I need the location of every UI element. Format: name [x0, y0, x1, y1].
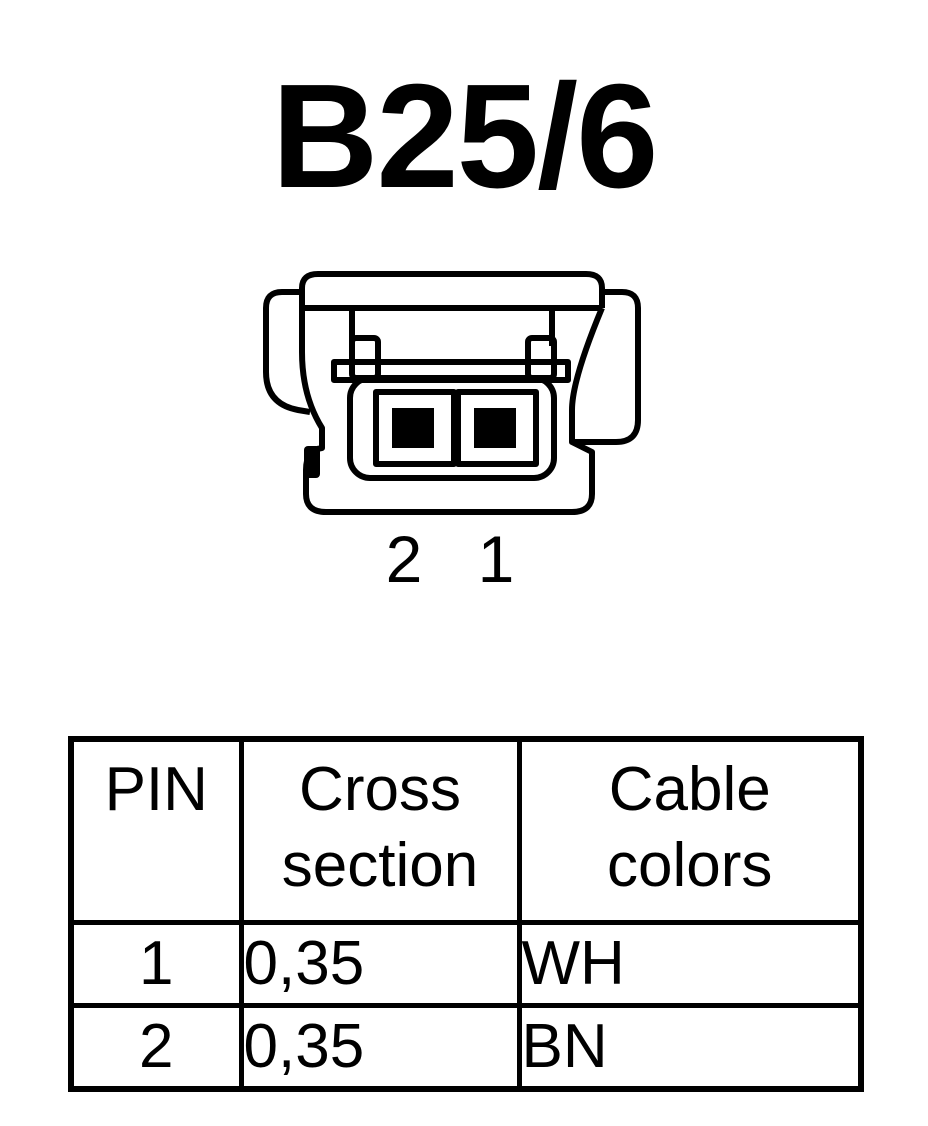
housing-foot-left	[304, 446, 320, 478]
header-cross-section-line1: Cross	[299, 755, 461, 824]
header-cross-section: Cross section	[238, 736, 522, 925]
right-latch-outline	[572, 289, 641, 445]
left-latch-outline	[263, 289, 311, 415]
cell-pin: 2	[68, 1003, 244, 1092]
pin-label-2: 2	[386, 522, 423, 596]
pin-table: PIN Cross section Cable colors 1 0,35 WH…	[68, 736, 864, 1092]
header-cross-section-line2: section	[281, 831, 479, 900]
housing-outline	[299, 306, 605, 515]
top-cap-outline	[299, 271, 605, 308]
pin-contact-1	[474, 408, 516, 448]
header-cable-colors-line2: colors	[607, 831, 773, 900]
cell-cross-section: 0,35	[238, 920, 522, 1008]
pin-label-1: 1	[478, 522, 515, 596]
pin-frame-2	[373, 389, 457, 467]
cell-cable-color: WH	[516, 920, 864, 1008]
pin-contact-2	[392, 408, 434, 448]
cell-pin: 1	[68, 920, 244, 1008]
header-cable-colors: Cable colors	[516, 736, 864, 925]
connector-diagram: 2 1	[263, 271, 641, 596]
connector-title: B25/6	[271, 54, 659, 219]
header-cable-colors-line1: Cable	[608, 755, 771, 824]
pin-frame-1	[455, 389, 539, 467]
cell-cable-color: BN	[516, 1003, 864, 1092]
table-header-row: PIN Cross section Cable colors	[68, 736, 864, 925]
clip-left	[349, 335, 381, 381]
header-pin: PIN	[68, 736, 244, 925]
table-row: 1 0,35 WH	[68, 920, 864, 1008]
table-row: 2 0,35 BN	[68, 1003, 864, 1092]
cell-cross-section: 0,35	[238, 1003, 522, 1092]
pin-cavity	[347, 375, 557, 481]
header-pin-text: PIN	[104, 755, 208, 824]
